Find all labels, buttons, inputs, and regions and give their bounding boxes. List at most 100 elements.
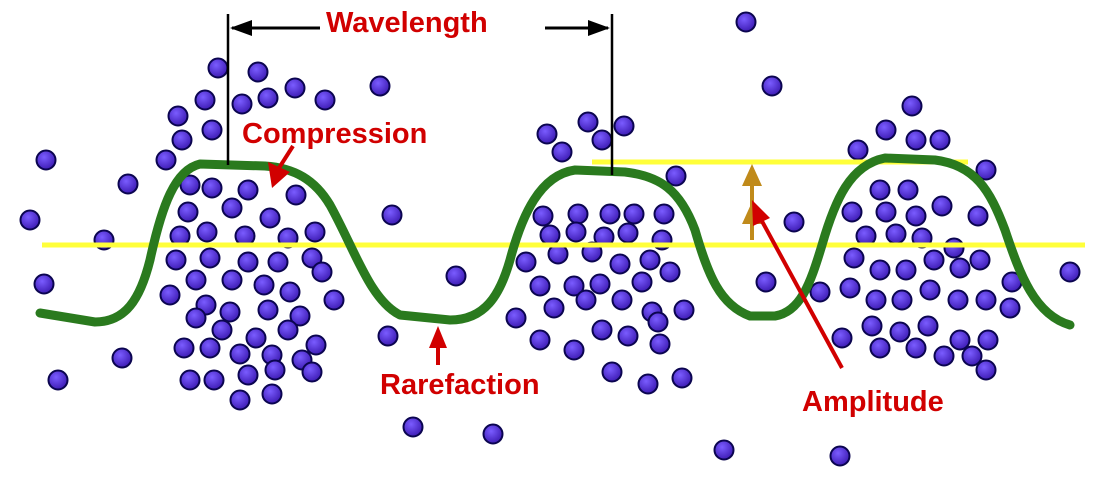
circle-particle-icon [977, 329, 999, 351]
circle-particle-icon [617, 222, 639, 244]
circle-particle-icon [402, 416, 424, 438]
circle-particle-icon [536, 123, 558, 145]
circle-particle-icon [567, 203, 589, 225]
circle-particle-icon [761, 75, 783, 97]
circle-particle-icon [257, 87, 279, 109]
circle-particle-icon [967, 205, 989, 227]
circle-particle-icon [245, 327, 267, 349]
circle-particle-icon [905, 337, 927, 359]
circle-particle-icon [923, 249, 945, 271]
circle-particle-icon [599, 203, 621, 225]
rarefaction-pointer [429, 326, 447, 365]
circle-particle-icon [875, 119, 897, 141]
circle-particle-icon [841, 201, 863, 223]
amplitude-pointer [752, 200, 844, 369]
circle-particle-icon [264, 359, 286, 381]
circle-particle-icon [369, 75, 391, 97]
circle-particle-icon [196, 221, 218, 243]
circle-particle-icon [201, 119, 223, 141]
circle-particle-icon [601, 361, 623, 383]
circle-particle-icon [865, 289, 887, 311]
circle-particle-icon [713, 439, 735, 461]
circle-particle-icon [247, 61, 269, 83]
amplitude-label: Amplitude [802, 386, 944, 418]
circle-particle-icon [975, 159, 997, 181]
circle-particle-icon [563, 275, 585, 297]
circle-particle-icon [229, 389, 251, 411]
circle-particle-icon [637, 373, 659, 395]
circle-particle-icon [201, 177, 223, 199]
circle-particle-icon [563, 339, 585, 361]
circle-particle-icon [301, 247, 323, 269]
circle-particle-icon [532, 205, 554, 227]
circle-particle-icon [969, 249, 991, 271]
circle-particle-icon [311, 261, 333, 283]
circle-particle-icon [305, 334, 327, 356]
circle-particle-icon [861, 315, 883, 337]
circle-particle-icon [843, 247, 865, 269]
circle-particle-icon [829, 445, 851, 467]
circle-particle-icon [211, 319, 233, 341]
circle-particle-icon [543, 297, 565, 319]
circle-particle-icon [947, 289, 969, 311]
circle-particle-icon [229, 343, 251, 365]
circle-particle-icon [505, 307, 527, 329]
circle-particle-icon [885, 223, 907, 245]
circle-particle-icon [905, 129, 927, 151]
circle-particle-icon [529, 275, 551, 297]
circle-particle-icon [847, 139, 869, 161]
circle-particle-icon [949, 257, 971, 279]
wavelength-label: Wavelength [322, 9, 492, 38]
circle-particle-icon [179, 369, 201, 391]
circle-particle-icon [831, 327, 853, 349]
circle-particle-icon [901, 95, 923, 117]
circle-particle-icon [869, 179, 891, 201]
circle-particle-icon [177, 201, 199, 223]
circle-particle-icon [919, 279, 941, 301]
circle-particle-icon [33, 273, 55, 295]
circle-particle-icon [377, 325, 399, 347]
circle-particle-icon [482, 423, 504, 445]
circle-particle-icon [897, 179, 919, 201]
circle-particle-icon [261, 383, 283, 405]
circle-particle-icon [591, 129, 613, 151]
circle-particle-icon [975, 289, 997, 311]
circle-particle-icon [673, 299, 695, 321]
circle-particle-icon [639, 249, 661, 271]
circle-particle-icon [165, 249, 187, 271]
circle-particle-icon [314, 89, 336, 111]
circle-particle-icon [649, 333, 671, 355]
circle-particle-icon [949, 329, 971, 351]
circle-particle-icon [284, 77, 306, 99]
circle-particle-icon [237, 251, 259, 273]
circle-particle-icon [237, 179, 259, 201]
wave-curve [35, 153, 1075, 330]
circle-particle-icon [659, 261, 681, 283]
circle-particle-icon [231, 93, 253, 115]
circle-particle-icon [304, 221, 326, 243]
circle-particle-icon [975, 359, 997, 381]
circle-particle-icon [253, 274, 275, 296]
circle-particle-icon [289, 305, 311, 327]
circle-particle-icon [219, 301, 241, 323]
arrowhead-icon [268, 162, 290, 188]
circle-particle-icon [179, 174, 201, 196]
circle-particle-icon [999, 297, 1021, 319]
circle-particle-icon [589, 273, 611, 295]
circle-particle-icon [171, 129, 193, 151]
circle-particle-icon [783, 211, 805, 233]
circle-particle-icon [194, 89, 216, 111]
circle-particle-icon [577, 111, 599, 133]
circle-particle-icon [155, 149, 177, 171]
arrowhead-icon [742, 164, 762, 186]
arrowhead-icon [752, 200, 770, 226]
circle-particle-icon [917, 315, 939, 337]
circle-particle-icon [551, 141, 573, 163]
circle-particle-icon [173, 337, 195, 359]
circle-particle-icon [931, 195, 953, 217]
circle-particle-icon [755, 271, 777, 293]
circle-particle-icon [943, 237, 965, 259]
arrowhead-icon [588, 20, 610, 36]
circle-particle-icon [933, 345, 955, 367]
circle-particle-icon [117, 173, 139, 195]
